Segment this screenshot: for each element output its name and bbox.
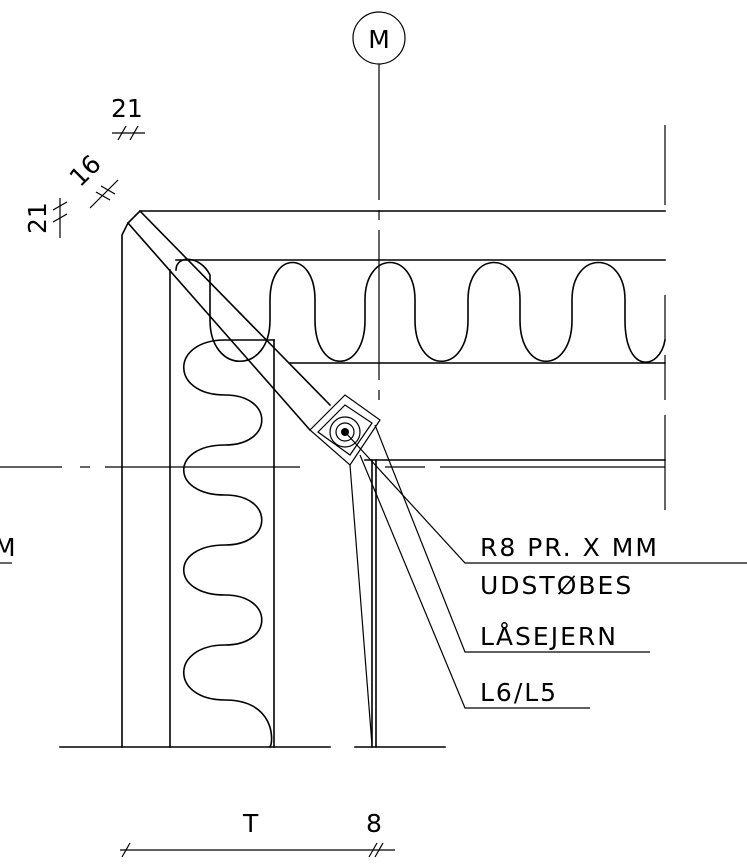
dimension-bottom: T 8 <box>120 809 395 858</box>
vertical-wall <box>121 209 377 748</box>
dimension-bottom-8: 8 <box>366 809 382 838</box>
callout-profile: L6/L5 <box>480 678 558 707</box>
callout-grout: UDSTØBES <box>480 571 633 600</box>
dimension-top-21-text: 21 <box>111 94 143 123</box>
axis-marker-label: M <box>368 25 390 54</box>
left-edge-text: M <box>0 533 18 562</box>
diagonal-joint <box>126 209 332 432</box>
insulation-horizontal <box>175 258 666 363</box>
callout-rebar: R8 PR. X MM <box>480 533 659 562</box>
dimension-left-21-text: 21 <box>23 202 52 234</box>
insulation-vertical <box>183 339 275 749</box>
horizontal-wall <box>139 210 666 461</box>
dimension-left-21: 21 <box>23 198 68 238</box>
leader-lines <box>344 424 747 709</box>
dimension-top-21: 21 <box>111 94 145 141</box>
left-edge-label: M <box>0 533 18 564</box>
dimension-diag-16: 16 <box>64 149 119 209</box>
rebar-anchor <box>309 394 381 746</box>
dimension-bottom-T: T <box>242 809 259 838</box>
callout-lock-iron: LÅSEJERN <box>480 622 618 651</box>
dimension-diag-16-text: 16 <box>64 149 107 192</box>
axis-marker: M <box>352 11 406 65</box>
